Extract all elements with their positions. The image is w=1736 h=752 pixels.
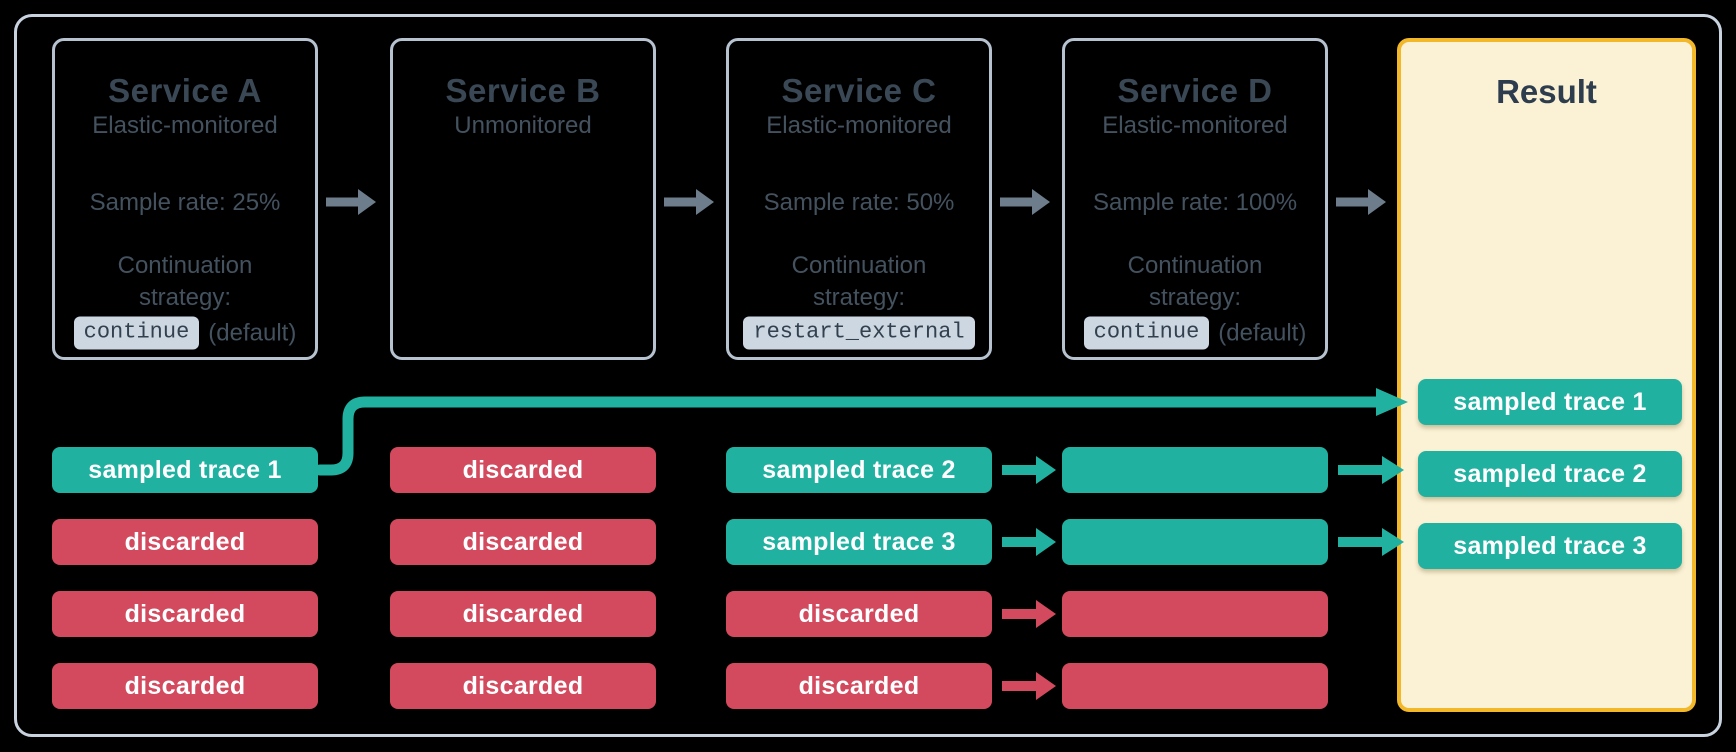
continuation-label-line1: Continuation [791,252,927,279]
strategy-default-suffix: (default) [208,319,297,346]
sample-rate: Sample rate: 50% [763,189,955,216]
continuation-label-line1: Continuation [117,252,253,279]
strategy-default-suffix: (default) [1218,319,1307,346]
strategy-row: continue (default) [1065,316,1325,350]
service-title: Service C [781,72,937,109]
strategy-row: continue (default) [55,316,315,350]
service-title: Service D [1117,72,1273,109]
trace-pill-discarded: discarded [52,591,318,637]
result-title: Result [1496,73,1597,110]
trace-pill-discarded: discarded [52,519,318,565]
trace-pill-discarded: discarded [390,663,656,709]
outer-frame [14,14,1722,737]
trace-pill-sampled: sampled trace 3 [726,519,992,565]
trace-pill-discarded: discarded [726,663,992,709]
trace-pill-sampled: sampled trace 1 [52,447,318,493]
service-title: Service B [445,72,601,109]
strategy-chip: continue [1083,316,1210,350]
result-box: Result sampled trace 1 sampled trace 2 sam… [1397,38,1696,712]
trace-pill-discarded [1062,591,1328,637]
trace-pill-discarded: discarded [726,591,992,637]
result-pill-sampled: sampled trace 1 [1418,379,1682,425]
service-title: Service A [108,72,262,109]
service-box-b: Service B Unmonitored [390,38,656,360]
service-subtitle: Unmonitored [454,112,592,139]
trace-pill-discarded: discarded [390,591,656,637]
trace-pill-discarded: discarded [52,663,318,709]
sample-rate: Sample rate: 25% [89,189,281,216]
strategy-chip: restart_external [743,316,975,350]
trace-pill-sampled [1062,519,1328,565]
strategy-chip: continue [73,316,200,350]
trace-pill-discarded: discarded [390,447,656,493]
trace-pill-sampled: sampled trace 2 [726,447,992,493]
service-subtitle: Elastic-monitored [766,112,952,139]
continuation-label-line2: strategy: [1148,284,1242,311]
strategy-row: restart_external [729,316,989,350]
continuation-label-line2: strategy: [138,284,232,311]
continuation-label-line1: Continuation [1127,252,1263,279]
result-pill-sampled: sampled trace 2 [1418,451,1682,497]
trace-pill-discarded: discarded [390,519,656,565]
trace-pill-discarded [1062,663,1328,709]
trace-pill-sampled [1062,447,1328,493]
sample-rate: Sample rate: 100% [1092,189,1298,216]
service-subtitle: Elastic-monitored [92,112,278,139]
result-pill-sampled: sampled trace 3 [1418,523,1682,569]
service-subtitle: Elastic-monitored [1102,112,1288,139]
continuation-label-line2: strategy: [812,284,906,311]
